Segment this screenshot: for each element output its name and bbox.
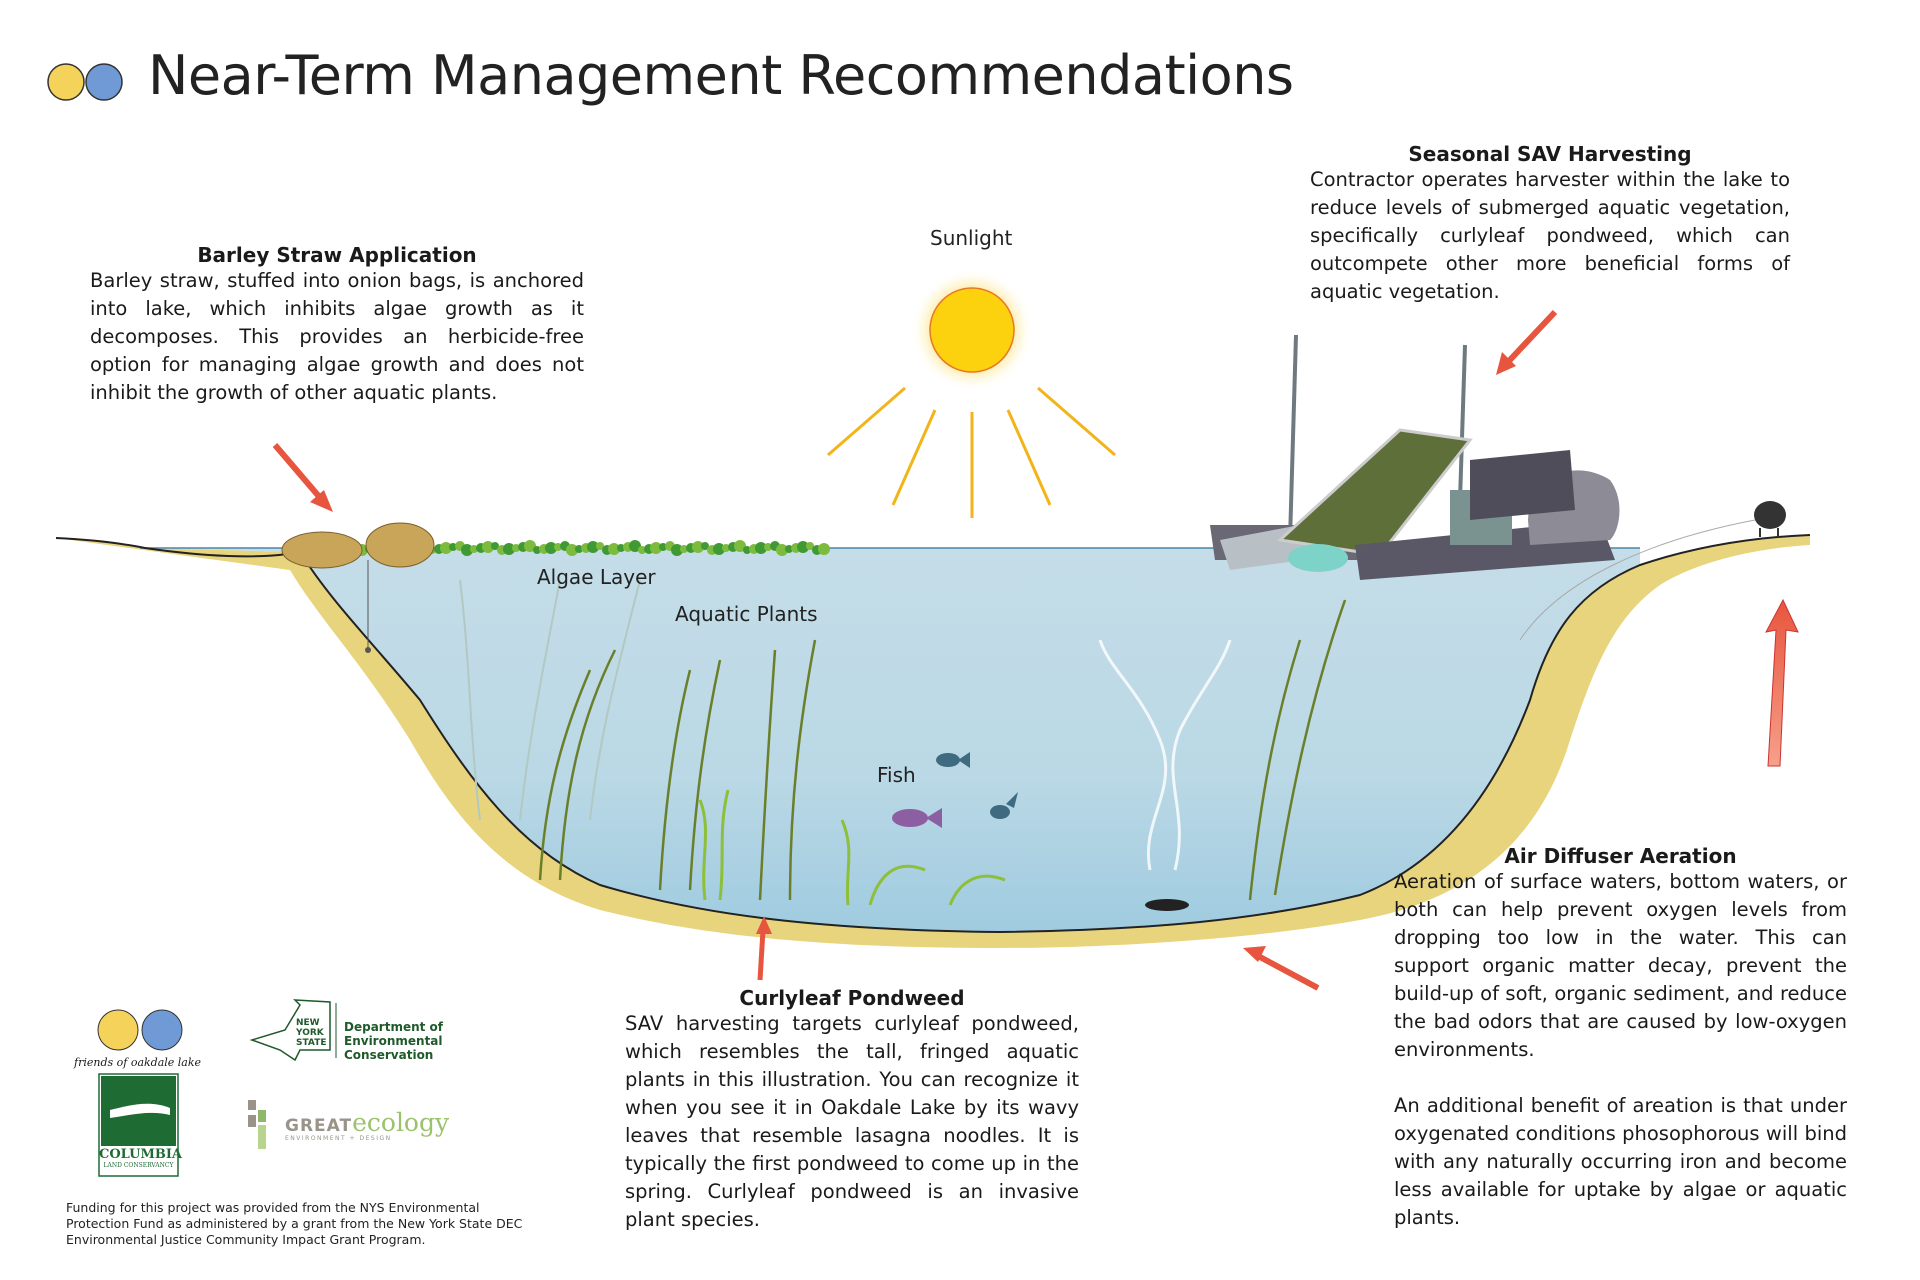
algae-dot xyxy=(701,542,709,550)
harvesting-section: Seasonal SAV Harvesting Contractor opera… xyxy=(1310,142,1790,306)
nys-line: NEW xyxy=(296,1018,320,1028)
callout-arrows xyxy=(272,309,1799,991)
algae-dot xyxy=(650,542,662,554)
great-ecology-text: GREATecology ENVIRONMENT + DESIGN xyxy=(285,1108,449,1142)
arrow-icon xyxy=(1496,309,1558,375)
algae-dot xyxy=(575,545,583,553)
algae-dot xyxy=(491,542,499,550)
great-ecology-leaf-icon xyxy=(248,1100,266,1149)
algae-dot xyxy=(440,542,452,554)
dec-text: Department of Environmental Conservation xyxy=(344,1020,443,1062)
nys-dec-logo xyxy=(249,999,337,1062)
friends-logo-text: friends of oakdale lake xyxy=(74,1056,202,1069)
curlyleaf-body: SAV harvesting targets curlyleaf pondwee… xyxy=(625,1012,1079,1231)
algae-dot xyxy=(764,543,772,551)
aquatic-plants xyxy=(538,599,1347,901)
aeration-heading: Air Diffuser Aeration xyxy=(1504,844,1737,868)
nys-text: NEW YORK STATE xyxy=(296,1018,326,1048)
arrow-icon xyxy=(272,443,333,512)
algae-layer-label: Algae Layer xyxy=(537,565,656,589)
algae-dot xyxy=(617,544,625,552)
aquatic-plants-label: Aquatic Plants xyxy=(675,602,818,626)
algae-dot xyxy=(743,546,751,554)
fish-icon xyxy=(892,752,1018,828)
harvesting-heading: Seasonal SAV Harvesting xyxy=(1408,142,1692,166)
arrow-icon xyxy=(1243,946,1320,991)
algae-dot xyxy=(596,542,604,550)
algae-dot xyxy=(566,544,578,556)
sun-icon xyxy=(827,268,1116,518)
great-sub: ENVIRONMENT + DESIGN xyxy=(285,1135,392,1142)
algae-dot xyxy=(692,541,704,553)
barley-heading: Barley Straw Application xyxy=(197,243,477,267)
algae-dot xyxy=(533,546,541,554)
aeration-body-1: Aeration of surface waters, bottom water… xyxy=(1394,870,1847,1061)
dec-line: Department of xyxy=(344,1020,444,1034)
algae-dot xyxy=(785,545,793,553)
arrow-icon xyxy=(756,916,772,981)
barley-body: Barley straw, stuffed into onion bags, i… xyxy=(90,269,584,404)
great-word: GREAT xyxy=(285,1116,353,1136)
algae-dot xyxy=(482,541,494,553)
aeration-section: Air Diffuser Aeration Aeration of surfac… xyxy=(1394,844,1847,1232)
algae-dot xyxy=(638,546,646,554)
page-title: Near-Term Management Recommendations xyxy=(148,44,1294,107)
algae-dot xyxy=(503,543,515,555)
algae-dot xyxy=(755,542,767,554)
algae-dot xyxy=(671,544,683,556)
algae-dot xyxy=(713,543,725,555)
dec-line: Conservation xyxy=(344,1048,434,1062)
grass xyxy=(698,789,1006,906)
title-logo-icon xyxy=(47,63,123,101)
aeration-body-2: An additional benefit of areation is tha… xyxy=(1394,1094,1847,1229)
algae-dot xyxy=(797,541,809,553)
algae-dot xyxy=(554,543,562,551)
algae-dot xyxy=(449,543,457,551)
algae-dot xyxy=(608,543,620,555)
barley-bag-icon xyxy=(281,522,435,653)
lake-water xyxy=(140,548,1640,932)
columbia-text: COLUMBIA LAND CONSERVANCY xyxy=(99,1147,182,1169)
columbia-name: COLUMBIA xyxy=(99,1147,182,1162)
algae-dot xyxy=(470,545,478,553)
algae-dot xyxy=(545,542,557,554)
nys-line: STATE xyxy=(296,1038,327,1048)
algae-dot xyxy=(461,544,473,556)
columbia-land-conservancy-logo xyxy=(98,1073,179,1177)
algae-dot xyxy=(776,544,788,556)
funding-note: Funding for this project was provided fr… xyxy=(66,1200,523,1247)
algae-dot xyxy=(734,540,746,552)
algae-dot xyxy=(524,540,536,552)
dec-line: Environmental xyxy=(344,1034,443,1048)
algae-dot xyxy=(722,544,730,552)
columbia-sub: LAND CONSERVANCY xyxy=(103,1162,174,1169)
algae-dot xyxy=(806,542,814,550)
nys-line: YORK xyxy=(296,1028,324,1038)
algae-dot xyxy=(659,543,667,551)
curlyleaf-section: Curlyleaf Pondweed SAV harvesting target… xyxy=(625,986,1079,1234)
harvesting-body: Contractor operates harvester within the… xyxy=(1310,168,1790,303)
ecology-word: ecology xyxy=(352,1108,450,1137)
harvester-icon xyxy=(1210,334,1620,580)
lake-bed xyxy=(56,535,1810,948)
algae-dot xyxy=(629,540,641,552)
algae-dot xyxy=(818,543,830,555)
algae-dot xyxy=(587,541,599,553)
algae-dot xyxy=(512,544,520,552)
compressor-icon xyxy=(1519,501,1786,641)
sunlight-label: Sunlight xyxy=(930,226,1013,250)
faded-plants xyxy=(459,579,641,821)
algae-dot xyxy=(680,545,688,553)
curlyleaf-heading: Curlyleaf Pondweed xyxy=(739,986,965,1010)
barley-section: Barley Straw Application Barley straw, s… xyxy=(90,243,584,407)
air-diffuser-icon xyxy=(1098,639,1232,911)
arrow-icon xyxy=(1765,598,1799,767)
friends-of-oakdale-lake-logo xyxy=(97,1009,183,1051)
fish-label: Fish xyxy=(877,763,916,787)
